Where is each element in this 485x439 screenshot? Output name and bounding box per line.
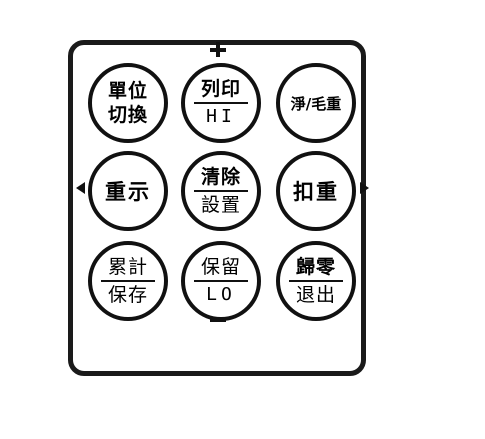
unit-switch-key[interactable]: 單位 切換 — [88, 63, 168, 143]
keypad-panel: 單位 切換 列印 HI 淨/毛重 重示 清除 設置 扣重 累計 保存 保留 LO… — [68, 40, 366, 376]
key-bottom-label: 退出 — [295, 284, 336, 306]
right-arrow-icon — [360, 182, 369, 194]
tare-key[interactable]: 扣重 — [276, 151, 356, 231]
hold-lo-key[interactable]: 保留 LO — [181, 241, 261, 321]
key-divider — [289, 280, 343, 282]
key-top-label: 清除 — [200, 166, 241, 188]
zero-exit-key[interactable]: 歸零 退出 — [276, 241, 356, 321]
key-label: 淨/毛重 — [290, 94, 342, 113]
print-hi-key[interactable]: 列印 HI — [181, 63, 261, 143]
key-divider — [194, 190, 248, 192]
key-label: 重示 — [105, 180, 151, 204]
plus-icon — [210, 42, 226, 57]
key-top-label: 單位 — [107, 80, 148, 102]
key-bottom-label: 設置 — [200, 194, 241, 216]
key-label: 扣重 — [293, 180, 339, 204]
key-bottom-label: HI — [206, 106, 236, 127]
minus-icon — [210, 318, 226, 322]
key-divider — [194, 280, 248, 282]
key-bottom-label: 切換 — [107, 104, 148, 126]
key-bottom-label: 保存 — [107, 284, 148, 306]
clear-setup-key[interactable]: 清除 設置 — [181, 151, 261, 231]
recall-key[interactable]: 重示 — [88, 151, 168, 231]
key-top-label: 歸零 — [295, 256, 336, 278]
accumulate-save-key[interactable]: 累計 保存 — [88, 241, 168, 321]
key-divider — [101, 280, 155, 282]
left-arrow-icon — [76, 182, 85, 194]
key-top-label: 保留 — [200, 256, 241, 278]
key-bottom-label: LO — [206, 284, 236, 305]
net-gross-weight-key[interactable]: 淨/毛重 — [276, 63, 356, 143]
key-divider — [194, 102, 248, 104]
key-top-label: 累計 — [107, 256, 148, 278]
key-top-label: 列印 — [200, 78, 241, 100]
